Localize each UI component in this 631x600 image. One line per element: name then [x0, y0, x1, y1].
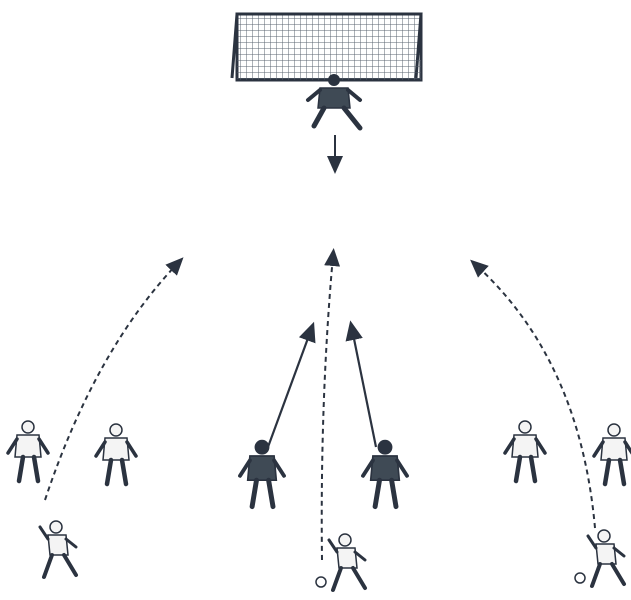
- server-right-icon: [575, 530, 624, 586]
- defender-right-2-icon: [594, 424, 631, 484]
- attacker-center-right-icon: [363, 441, 407, 507]
- pass-right-arrow: [476, 265, 595, 528]
- players-layer: [8, 421, 631, 590]
- pass-center-arrow: [322, 256, 333, 560]
- server-center-icon: [316, 534, 365, 590]
- attacker-center-left-icon: [240, 441, 284, 507]
- defender-left-1-icon: [8, 421, 48, 481]
- movement-arrows: [45, 135, 595, 560]
- server-left-icon: [40, 521, 76, 577]
- goal-net-icon: [232, 14, 421, 80]
- goalkeeper-icon: [308, 74, 360, 128]
- run-center-left-arrow: [268, 330, 311, 447]
- run-center-right-arrow: [352, 329, 376, 447]
- defender-left-2-icon: [96, 424, 136, 484]
- defender-right-1-icon: [505, 421, 545, 481]
